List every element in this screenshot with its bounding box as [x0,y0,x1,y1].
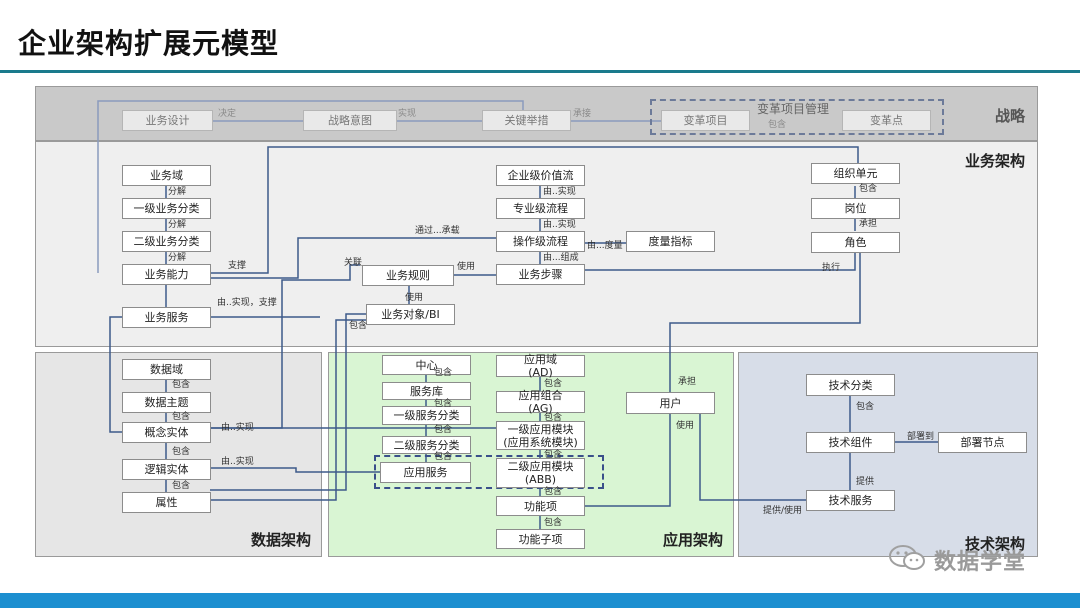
professional-process-box[interactable]: 专业级流程 [496,198,585,219]
label-support: 支撑 [228,261,247,271]
label-use-rule: 使用 [457,262,476,272]
position-box[interactable]: 岗位 [811,198,900,219]
label-via-carry: 通过...承载 [415,226,460,236]
watermark: 数据学堂 [888,543,1026,577]
data-region: 数据架构 [35,352,322,557]
label-app-contains-9: 包含 [544,518,563,528]
label-decide: 决定 [218,109,237,119]
label-provide-use: 提供/使用 [763,506,803,516]
key-initiative-box[interactable]: 关键举措 [482,110,571,131]
l1-app-module-box[interactable]: 一级应用模块 (应用系统模块) [496,421,585,450]
label-app-contains-2: 包含 [434,399,453,409]
label-undertake-role: 承担 [859,219,878,229]
app-group-box[interactable]: 应用组合 (AG) [496,389,585,415]
label-data-contains-4: 包含 [172,481,191,491]
page-title: 企业架构扩展元模型 [18,27,280,60]
label-by-compose: 由...组成 [543,253,579,263]
strategic-intent-box[interactable]: 战略意图 [303,110,397,131]
tech-component-box[interactable]: 技术组件 [806,432,895,453]
label-associate: 关联 [344,258,363,268]
value-stream-box[interactable]: 企业级价值流 [496,165,585,186]
metric-box[interactable]: 度量指标 [626,231,715,252]
label-contains-strategy: 包含 [768,120,787,130]
function-box[interactable]: 功能项 [496,496,585,516]
label-app-contains-7: 包含 [544,450,563,460]
label-decompose-3: 分解 [168,253,187,263]
label-contains-org: 包含 [859,184,878,194]
label-provide: 提供 [856,477,875,487]
business-service-box[interactable]: 业务服务 [122,307,211,328]
technology-region-title: 技术架构 [964,535,1025,553]
tech-service-box[interactable]: 技术服务 [806,490,895,511]
label-app-contains-4: 包含 [434,452,453,462]
data-region-title: 数据架构 [250,531,311,549]
logical-entity-box[interactable]: 逻辑实体 [122,459,211,480]
label-contains-object: 包含 [349,321,368,331]
label-data-contains-2: 包含 [172,412,191,422]
sub-function-box[interactable]: 功能子项 [496,529,585,549]
label-deployed-to: 部署到 [907,432,935,442]
strategy-region-title: 战略 [994,107,1025,125]
concept-entity-box[interactable]: 概念实体 [122,422,211,443]
business-rule-box[interactable]: 业务规则 [362,265,454,286]
business-step-box[interactable]: 业务步骤 [496,264,585,285]
label-realize: 实现 [398,109,417,119]
label-app-contains-1: 包含 [434,368,453,378]
app-domain-box[interactable]: 应用域 (AD) [496,353,585,379]
label-data-contains-3: 包含 [172,447,191,457]
label-data-contains-1: 包含 [172,380,191,390]
label-data-by-realize-2: 由..实现 [221,457,254,467]
l2-business-category-box[interactable]: 二级业务分类 [122,231,211,252]
label-by-realize-pro: 由..实现 [543,220,576,230]
application-region-title: 应用架构 [662,531,723,549]
label-execute: 执行 [822,263,841,273]
l2-service-category-box[interactable]: 二级服务分类 [382,436,471,454]
label-use-user: 使用 [676,421,695,431]
label-inherit: 承接 [573,109,592,119]
label-tech-contains: 包含 [856,402,875,412]
label-decompose-2: 分解 [168,220,187,230]
tech-category-box[interactable]: 技术分类 [806,374,895,396]
label-by-realize-support: 由..实现，支撑 [217,298,277,308]
business-object-box[interactable]: 业务对象/BI [366,304,455,325]
watermark-text: 数据学堂 [934,550,1027,575]
attribute-box[interactable]: 属性 [122,492,211,513]
bottom-bar [0,593,1080,608]
business-domain-box[interactable]: 业务域 [122,165,211,186]
l1-service-category-box[interactable]: 一级服务分类 [382,406,471,425]
change-project-box[interactable]: 变革项目 [661,110,750,131]
label-use-object: 使用 [405,293,424,303]
change-program-title: 变革项目管理 [757,102,830,116]
org-unit-box[interactable]: 组织单元 [811,163,900,184]
app-service-group [374,455,604,489]
operational-process-box[interactable]: 操作级流程 [496,231,585,252]
title-underline [0,70,1080,73]
user-box[interactable]: 用户 [626,392,715,414]
wechat-icon [888,543,928,577]
data-domain-box[interactable]: 数据域 [122,359,211,380]
change-point-box[interactable]: 变革点 [842,110,931,131]
role-box[interactable]: 角色 [811,232,900,253]
deploy-node-box[interactable]: 部署节点 [938,432,1027,453]
business-design-box[interactable]: 业务设计 [122,110,213,131]
label-app-contains-6: 包含 [544,413,563,423]
center-box[interactable]: 中心 [382,355,471,375]
label-data-by-realize-1: 由..实现 [221,423,254,433]
label-app-contains-3: 包含 [434,425,453,435]
label-app-contains-5: 包含 [544,379,563,389]
label-by-measure: 由...度量 [587,241,623,251]
business-region-title: 业务架构 [964,152,1025,170]
l1-business-category-box[interactable]: 一级业务分类 [122,198,211,219]
app-service-box[interactable]: 应用服务 [380,462,471,483]
change-program-group [650,99,944,135]
service-library-box[interactable]: 服务库 [382,382,471,400]
label-undertake-user: 承担 [678,377,697,387]
data-subject-box[interactable]: 数据主题 [122,392,211,413]
label-app-contains-8: 包含 [544,487,563,497]
l2-app-module-box[interactable]: 二级应用模块 (ABB) [496,458,585,488]
business-capability-box[interactable]: 业务能力 [122,264,211,285]
label-by-realize-value: 由..实现 [543,187,576,197]
label-decompose-1: 分解 [168,187,187,197]
